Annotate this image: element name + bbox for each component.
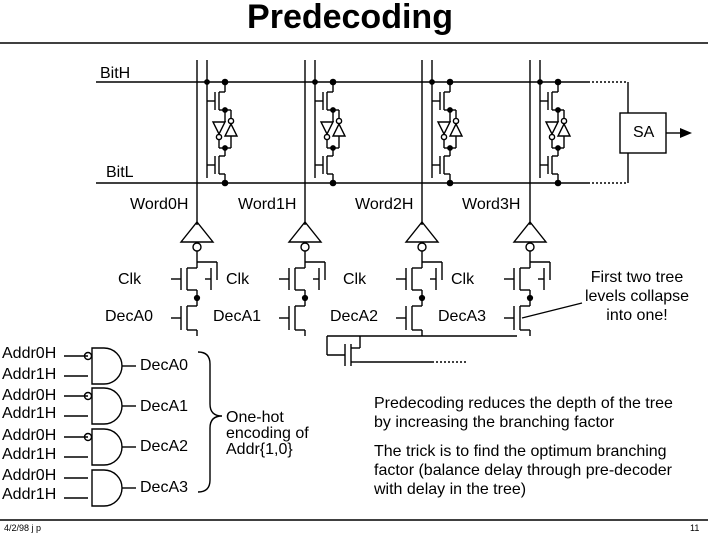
clk-label-3: Clk (451, 271, 475, 288)
tree-note: First two tree levels collapse into one! (584, 269, 690, 324)
word-label-3: Word3H (462, 196, 521, 213)
bitline-low-label: BitL (106, 164, 134, 181)
cell-inverter-b-2 (448, 122, 464, 137)
cell-inverter-b-0 (223, 122, 239, 137)
word-driver-3 (512, 220, 548, 243)
clk-node-dot-0 (193, 294, 201, 302)
predecoder-output-0: DecA0 (140, 357, 189, 374)
and-gate-1 (91, 387, 123, 425)
inversion-bubble-0 (83, 351, 93, 361)
and-gate-3 (91, 469, 123, 507)
addr-input-3b: Addr1H (2, 486, 57, 503)
dec-label-3: DecA3 (438, 308, 487, 325)
encoding-note: One-hot encoding of Addr{1,0} (226, 409, 309, 458)
dec-label-1: DecA1 (213, 308, 262, 325)
addr-input-0b: Addr1H (2, 366, 57, 383)
footer-date: 4/2/98 j p (4, 523, 42, 533)
page-title: Predecoding (247, 0, 453, 36)
encoding-brace (197, 351, 223, 493)
clk-node-dot-3 (526, 294, 534, 302)
footer-page: 11 (690, 523, 700, 533)
and-gate-0 (91, 347, 123, 385)
word-driver-0 (179, 220, 215, 243)
word-driver-bubble-0 (192, 242, 202, 252)
note-pointer (521, 302, 583, 319)
clk-label-0: Clk (118, 271, 142, 288)
addr-input-1b: Addr1H (2, 405, 57, 422)
predecoder-output-3: DecA3 (140, 479, 189, 496)
inversion-bubble-2 (83, 432, 93, 442)
dec-label-0: DecA0 (105, 308, 154, 325)
word-label-0: Word0H (130, 196, 189, 213)
sense-amp-output-arrow (680, 128, 692, 138)
addr-input-2a: Addr0H (2, 427, 57, 444)
clk-node-dot-2 (418, 294, 426, 302)
cell-inverter-b-1 (331, 122, 347, 137)
word-driver-1 (287, 220, 323, 243)
word-driver-2 (404, 220, 440, 243)
predecoder-output-1: DecA1 (140, 398, 189, 415)
addr-input-1a: Addr0H (2, 387, 57, 404)
addr-input-0a: Addr0H (2, 345, 57, 362)
dec-label-2: DecA2 (330, 308, 379, 325)
clk-label-1: Clk (226, 271, 250, 288)
word-label-2: Word2H (355, 196, 414, 213)
sense-amp-label: SA (633, 124, 655, 141)
word-label-1: Word1H (238, 196, 297, 213)
cell-inverter-a-2 (436, 121, 452, 136)
addr-input-3a: Addr0H (2, 467, 57, 484)
cell-inverter-a-3 (544, 121, 560, 136)
clk-label-2: Clk (343, 271, 367, 288)
word-driver-bubble-1 (300, 242, 310, 252)
bitline-high-label: BitH (100, 65, 131, 82)
and-gate-2 (91, 428, 123, 466)
addr-input-2b: Addr1H (2, 446, 57, 463)
word-driver-bubble-2 (417, 242, 427, 252)
inversion-bubble-1 (83, 391, 93, 401)
paragraph-1: Predecoding reduces the depth of the tre… (374, 395, 673, 431)
word-driver-bubble-3 (525, 242, 535, 252)
predecoder-output-2: DecA2 (140, 438, 189, 455)
paragraph-2: The trick is to find the optimum branchi… (374, 443, 672, 498)
cell-inverter-a-0 (211, 121, 227, 136)
cell-inverter-b-3 (556, 122, 572, 137)
cell-inverter-a-1 (319, 121, 335, 136)
clk-node-dot-1 (301, 294, 309, 302)
